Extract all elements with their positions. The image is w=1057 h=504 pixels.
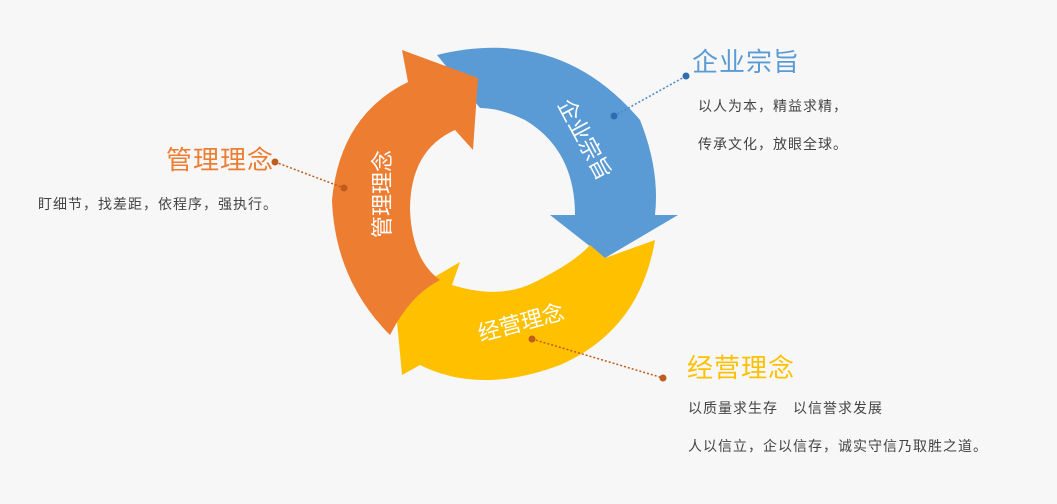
leader-dot-mission-start xyxy=(610,112,618,120)
callout-line-management-1: 盯细节，找差距，依程序，强执行。 xyxy=(38,197,278,213)
segment-arrow-operation xyxy=(395,240,655,380)
callout-line-operation-2: 人以信立，企以信存，诚实守信乃取胜之道。 xyxy=(688,439,988,455)
callout-line-mission-1: 以人为本，精益求精， xyxy=(698,99,848,115)
callout-line-operation-1: 以质量求生存 以信誉求发展 xyxy=(688,401,883,417)
segment-label-management: 管理理念 xyxy=(371,150,396,238)
leader-dot-management-end xyxy=(340,184,348,192)
leader-dot-mission-end xyxy=(682,72,690,80)
callout-title-mission: 企业宗旨 xyxy=(692,48,801,78)
leader-line-operation xyxy=(531,338,664,379)
callout-title-operation: 经营理念 xyxy=(687,354,796,384)
leader-line-mission xyxy=(613,75,687,117)
leader-line-management xyxy=(274,161,345,189)
callout-title-management: 管理理念 xyxy=(166,146,275,176)
segment-arrow-management xyxy=(332,50,478,335)
leader-dot-management-start xyxy=(271,158,279,166)
callout-line-mission-2: 传承文化，放眼全球。 xyxy=(698,137,848,153)
leader-dot-operation-end xyxy=(659,374,667,382)
segment-arrow-mission xyxy=(437,47,678,258)
leader-dot-operation-start xyxy=(528,335,536,343)
